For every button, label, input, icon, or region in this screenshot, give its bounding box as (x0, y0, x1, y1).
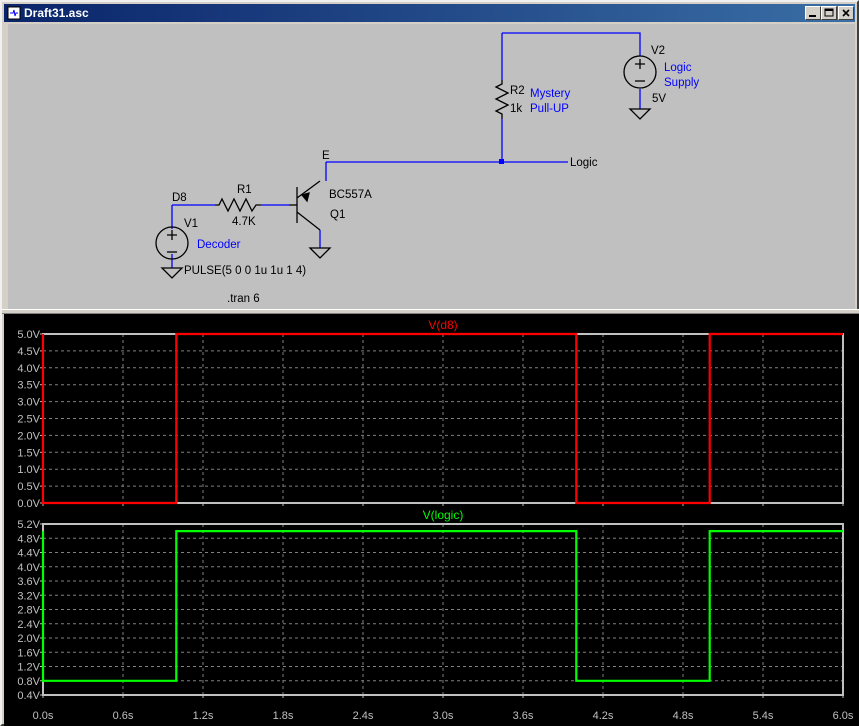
close-button[interactable] (838, 6, 854, 20)
maximize-button[interactable] (821, 6, 837, 20)
q1-name: Q1 (330, 209, 345, 221)
close-icon (842, 9, 850, 17)
net-label-logic: Logic (570, 157, 598, 169)
x-tick-label: 3.0s (433, 710, 454, 722)
x-tick-label: 0.6s (113, 710, 134, 722)
y-tick-label: 1.0V (17, 464, 40, 476)
ground-icon (308, 247, 332, 259)
y-tick-label: 5.2V (17, 519, 40, 531)
minimize-icon (809, 15, 816, 17)
schematic-canvas[interactable]: D8 E Logic R1 4.7K R2 1k Mystery Pull-UP… (8, 24, 855, 309)
v1-value: PULSE(5 0 0 1u 1u 1 4) (184, 265, 306, 277)
schematic-document-icon (7, 6, 21, 20)
x-tick-label: 4.8s (673, 710, 694, 722)
y-tick-label: 2.8V (17, 605, 40, 617)
y-tick-label: 5.0V (17, 329, 40, 341)
trace-v-d8 (41, 332, 843, 505)
y-tick-label: 4.5V (17, 346, 40, 358)
net-label-e: E (322, 150, 330, 162)
y-tick-label: 4.0V (17, 562, 40, 574)
x-tick-label: 4.2s (593, 710, 614, 722)
y-tick-label: 1.2V (17, 662, 40, 674)
window-title: Draft31.asc (24, 6, 89, 20)
r1-name: R1 (237, 184, 252, 196)
trace-v-logic (41, 530, 843, 682)
y-tick-label: 4.8V (17, 533, 40, 545)
y-tick-label: 3.0V (17, 397, 40, 409)
y-tick-label: 2.4V (17, 619, 40, 631)
x-tick-label: 1.8s (273, 710, 294, 722)
voltage-source-v1[interactable] (155, 226, 189, 260)
plot-pane-1[interactable]: 5.0V 4.5V 4.0V 3.5V 3.0V 2.5V 2.0V 1.5V 1.0V 0.5V… (17, 318, 844, 510)
r2-value: 1k (510, 103, 522, 115)
v2-comment-line2: Supply (664, 77, 699, 89)
voltage-source-v2[interactable] (623, 55, 657, 89)
x-tick-label: 5.4s (753, 710, 774, 722)
x-tick-label: 2.4s (353, 710, 374, 722)
v2-value: 5V (652, 93, 666, 105)
x-tick-label: 6.0s (833, 710, 854, 722)
y-tick-label: 2.0V (17, 430, 40, 442)
wires (171, 32, 641, 268)
y-tick-label: 4.0V (17, 363, 40, 375)
ground-icon (628, 108, 652, 120)
y-tick-label: 1.5V (17, 447, 40, 459)
x-tick-label: 1.2s (193, 710, 214, 722)
y-tick-label: 4.4V (17, 548, 40, 560)
waveform-viewer[interactable]: 5.0V 4.5V 4.0V 3.5V 3.0V 2.5V 2.0V 1.5V 1.0V 0.5V… (4, 314, 859, 726)
title-bar[interactable]: Draft31.asc (4, 4, 855, 22)
trace-title: V(d8) (428, 318, 457, 332)
v2-name: V2 (651, 45, 665, 57)
r2-name: R2 (510, 85, 525, 97)
y-tick-label: 0.4V (17, 690, 40, 702)
r1-value: 4.7K (232, 216, 256, 228)
x-tick-label: 0.0s (33, 710, 54, 722)
y-tick-label: 3.5V (17, 380, 40, 392)
maximize-icon (824, 8, 834, 17)
q1-model: BC557A (329, 189, 372, 201)
r2-comment-line2: Pull-UP (530, 103, 569, 115)
y-tick-label: 1.6V (17, 647, 40, 659)
plot-pane-2[interactable]: 5.2V 4.8V 4.4V 4.0V 3.6V 3.2V 2.8V 2.4V 2.0V 1.6V… (17, 508, 844, 702)
minimize-button[interactable] (805, 6, 821, 20)
v1-name: V1 (184, 218, 198, 230)
v1-comment: Decoder (197, 239, 241, 251)
ground-icon (160, 267, 184, 279)
spice-directive: .tran 6 (227, 293, 260, 305)
trace-title: V(logic) (423, 508, 464, 522)
junction-dot (499, 159, 504, 164)
y-tick-label: 0.0V (17, 498, 40, 510)
resistor-r1[interactable] (215, 197, 261, 213)
y-tick-label: 3.6V (17, 576, 40, 588)
y-tick-label: 0.8V (17, 676, 40, 688)
y-tick-label: 3.2V (17, 590, 40, 602)
transistor-q1[interactable] (289, 180, 321, 231)
v2-comment-line1: Logic (664, 62, 692, 74)
resistor-r2[interactable] (494, 80, 510, 119)
net-label-d8: D8 (172, 192, 187, 204)
y-tick-label: 0.5V (17, 481, 40, 493)
y-tick-label: 2.0V (17, 633, 40, 645)
x-tick-label: 3.6s (513, 710, 534, 722)
pane-splitter[interactable] (2, 309, 859, 314)
r2-comment-line1: Mystery (530, 88, 571, 100)
y-tick-label: 2.5V (17, 414, 40, 426)
